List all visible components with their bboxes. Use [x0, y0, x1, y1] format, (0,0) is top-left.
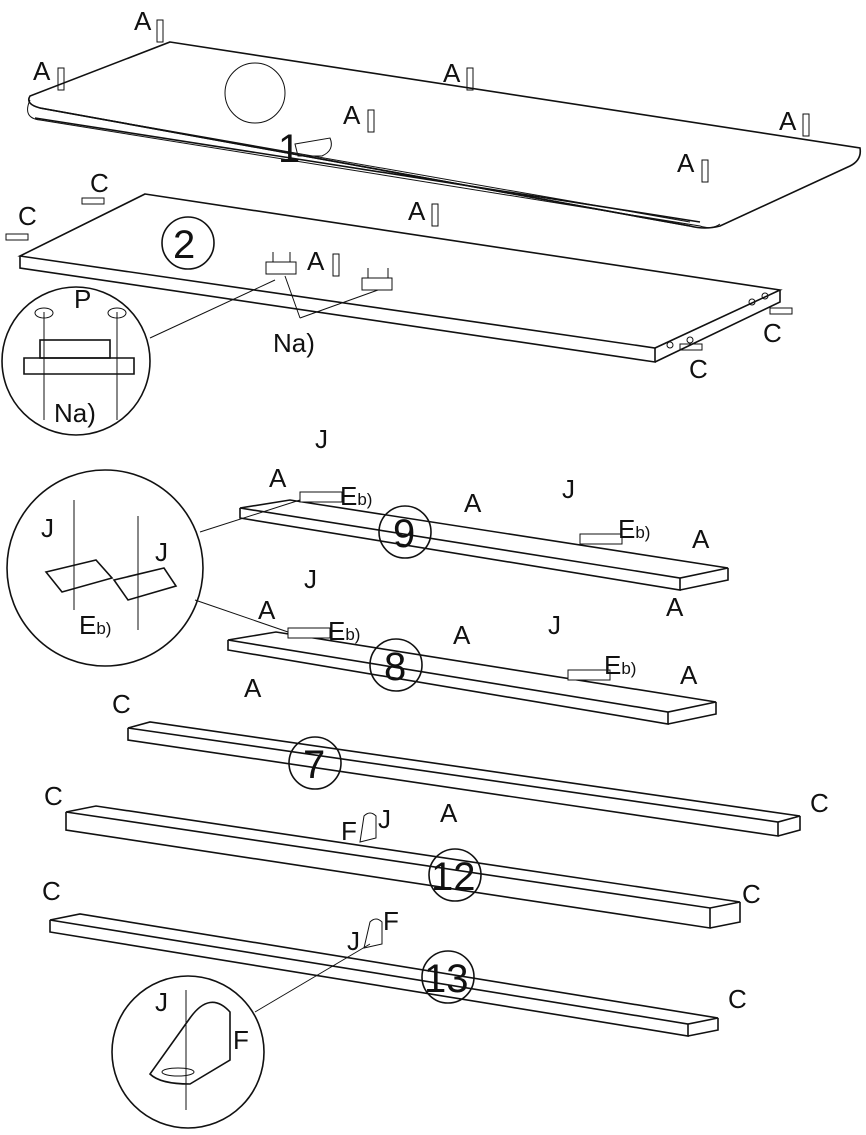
label-j-detail-2: J [155, 537, 168, 567]
label-a-1: A [134, 6, 152, 36]
label-c-3: C [763, 318, 782, 348]
part-circle-2 [161, 216, 215, 270]
l-bracket-r12 [359, 812, 377, 843]
label-a-3: A [443, 58, 461, 88]
part-circle-13 [421, 950, 475, 1004]
label-j-r12: J [378, 804, 391, 834]
label-j-r9-2: J [562, 474, 575, 504]
detail-bracket-circle [6, 469, 301, 667]
label-e-r9-2: Eb) [618, 514, 650, 544]
label-a-4: A [343, 100, 361, 130]
label-j-r13: J [347, 926, 360, 956]
label-c-2: C [18, 201, 37, 231]
label-a-r9-1: A [269, 463, 287, 493]
rail-8 [227, 631, 717, 725]
label-a-8: A [307, 246, 325, 276]
label-c-r7-1: C [112, 689, 131, 719]
label-e-detail: Eb) [79, 610, 111, 640]
label-a-2: A [33, 56, 51, 86]
panel-2 [17, 193, 783, 363]
part-number-2: 2 [173, 223, 195, 267]
detail-lbracket-circle [111, 943, 371, 1129]
rail-13 [49, 913, 719, 1037]
rail-12 [65, 805, 741, 929]
part-number-8: 8 [384, 645, 406, 689]
label-f-detail: F [233, 1025, 249, 1055]
label-c-r12-2: C [742, 879, 761, 909]
label-a-r8-4: A [244, 673, 262, 703]
l-bracket-r13 [363, 918, 383, 949]
label-a-5: A [779, 106, 797, 136]
label-f-r12: F [341, 816, 357, 846]
label-c-r12-1: C [44, 781, 63, 811]
label-c-r13-2: C [728, 984, 747, 1014]
label-j-r9-1: J [315, 424, 328, 454]
dowel-pins-top [57, 19, 810, 277]
label-c-r7-2: C [810, 788, 829, 818]
part-circle-9 [378, 505, 432, 559]
label-a-r9-4: A [666, 592, 684, 622]
magnet-catch-left [265, 252, 297, 275]
label-a-r7: A [440, 798, 458, 828]
label-c-1: C [90, 168, 109, 198]
label-a-r8-1: A [258, 595, 276, 625]
part-circle-8 [369, 638, 423, 692]
label-c-4: C [689, 354, 708, 384]
part-number-7: 7 [303, 743, 325, 787]
label-a-r8-3: A [680, 660, 698, 690]
label-a-r9-2: A [464, 488, 482, 518]
bracket-groups [287, 491, 623, 681]
cam-pins-panel-2 [5, 197, 793, 351]
label-j-detail-f: J [155, 987, 168, 1017]
label-j-detail-1: J [41, 513, 54, 543]
label-j-r8-1: J [304, 564, 317, 594]
part-circle-12 [428, 848, 482, 902]
label-na-detail: Na) [54, 398, 96, 428]
part-number-9: 9 [393, 512, 415, 556]
label-e-r8-2: Eb) [604, 650, 636, 680]
label-e-r8-1: Eb) [328, 616, 360, 646]
label-e-r9-1: Eb) [340, 481, 372, 511]
part-number-13: 13 [424, 957, 469, 1001]
label-f-r13: F [383, 906, 399, 936]
rail-7 [127, 721, 801, 837]
part-circle-7 [288, 736, 342, 790]
label-p: P [74, 284, 91, 314]
label-a-r9-3: A [692, 524, 710, 554]
panel-1 [27, 41, 862, 229]
label-j-r8-2: J [548, 610, 561, 640]
rail-9 [239, 499, 729, 591]
detail-magnet-circle [1, 279, 276, 436]
label-a-7: A [408, 196, 426, 226]
label-c-r13-1: C [42, 876, 61, 906]
label-na-main: Na) [273, 328, 315, 358]
label-a-6: A [677, 148, 695, 178]
label-a-r8-2: A [453, 620, 471, 650]
part-number-1: 1 [278, 127, 300, 171]
part-number-12: 12 [431, 855, 476, 899]
